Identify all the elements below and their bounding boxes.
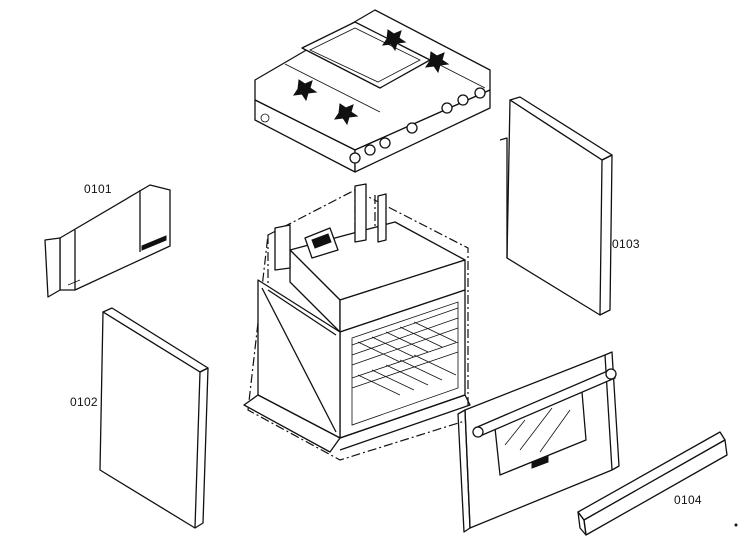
burner-icon [333,103,359,126]
burner-icon [292,79,318,102]
side-panel-0102 [99,307,209,529]
burner-icon [424,51,450,74]
cooktop-assembly [254,9,491,173]
burner-icon [381,29,407,52]
part-label-0101: 0101 [84,182,112,196]
kick-panel-0104 [577,431,728,536]
side-panel-0103 [499,96,613,316]
part-label-0103: 0103 [612,237,640,251]
oven-door [457,351,620,533]
part-label-0104: 0104 [674,493,702,507]
knob-icons [260,87,486,164]
part-label-0102: 0102 [70,395,98,409]
oven-cavity-assembly [243,183,471,461]
side-panel-0101 [44,184,171,298]
